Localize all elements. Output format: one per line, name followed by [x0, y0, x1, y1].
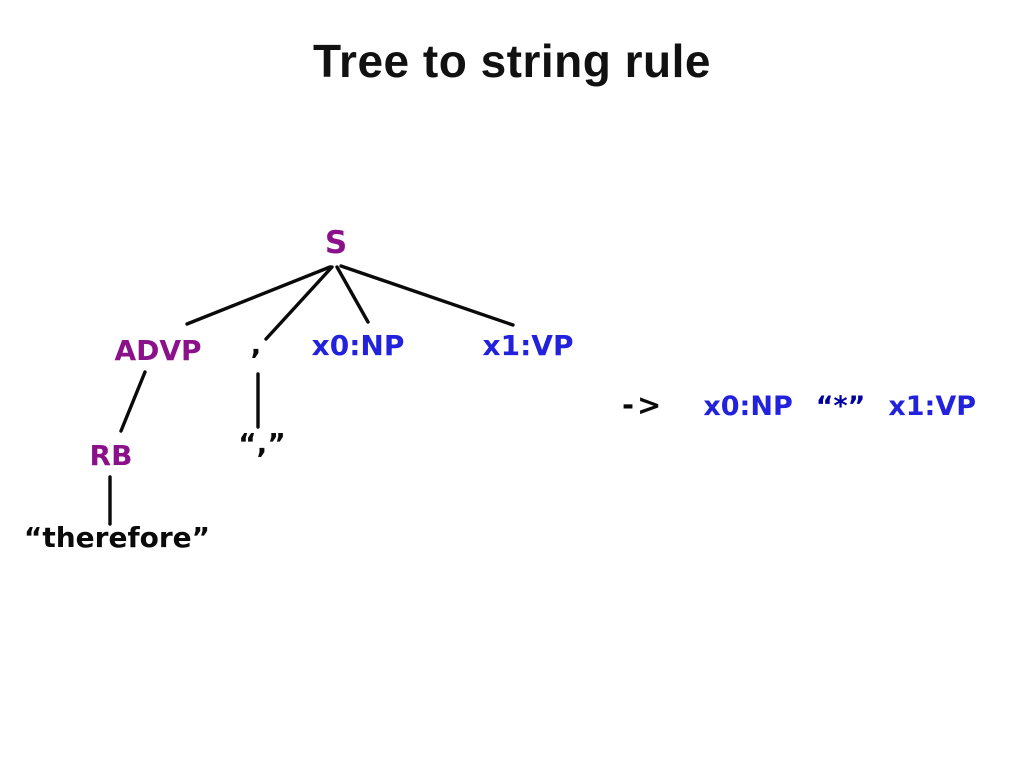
tree-node-comma: ,	[250, 328, 262, 361]
rule-expression: -> x0:NP “*” x1:VP	[622, 388, 976, 422]
slide-title: Tree to string rule	[312, 35, 712, 87]
tree-node-rb: RB	[89, 439, 133, 472]
edge-s-advp	[185, 265, 332, 326]
rule-item-x1vp: x1:VP	[888, 391, 977, 422]
edge-s-x1vp	[339, 264, 515, 327]
tree-node-advp: ADVP	[114, 334, 202, 367]
edge-s-x0np	[335, 265, 370, 324]
tree-node-x0np: x0:NP	[311, 329, 405, 362]
rule-arrow: ->	[622, 388, 665, 422]
tree-terminal-therefore: “therefore”	[23, 521, 211, 554]
tree-node-x1vp: x1:VP	[482, 329, 574, 362]
tree-node-s: S	[324, 225, 348, 261]
rule-item-star: “*”	[815, 391, 866, 422]
rule-item-x0np: x0:NP	[703, 391, 793, 422]
tree-terminal-comma: “,”	[238, 427, 286, 460]
edge-advp-rb	[119, 370, 147, 433]
